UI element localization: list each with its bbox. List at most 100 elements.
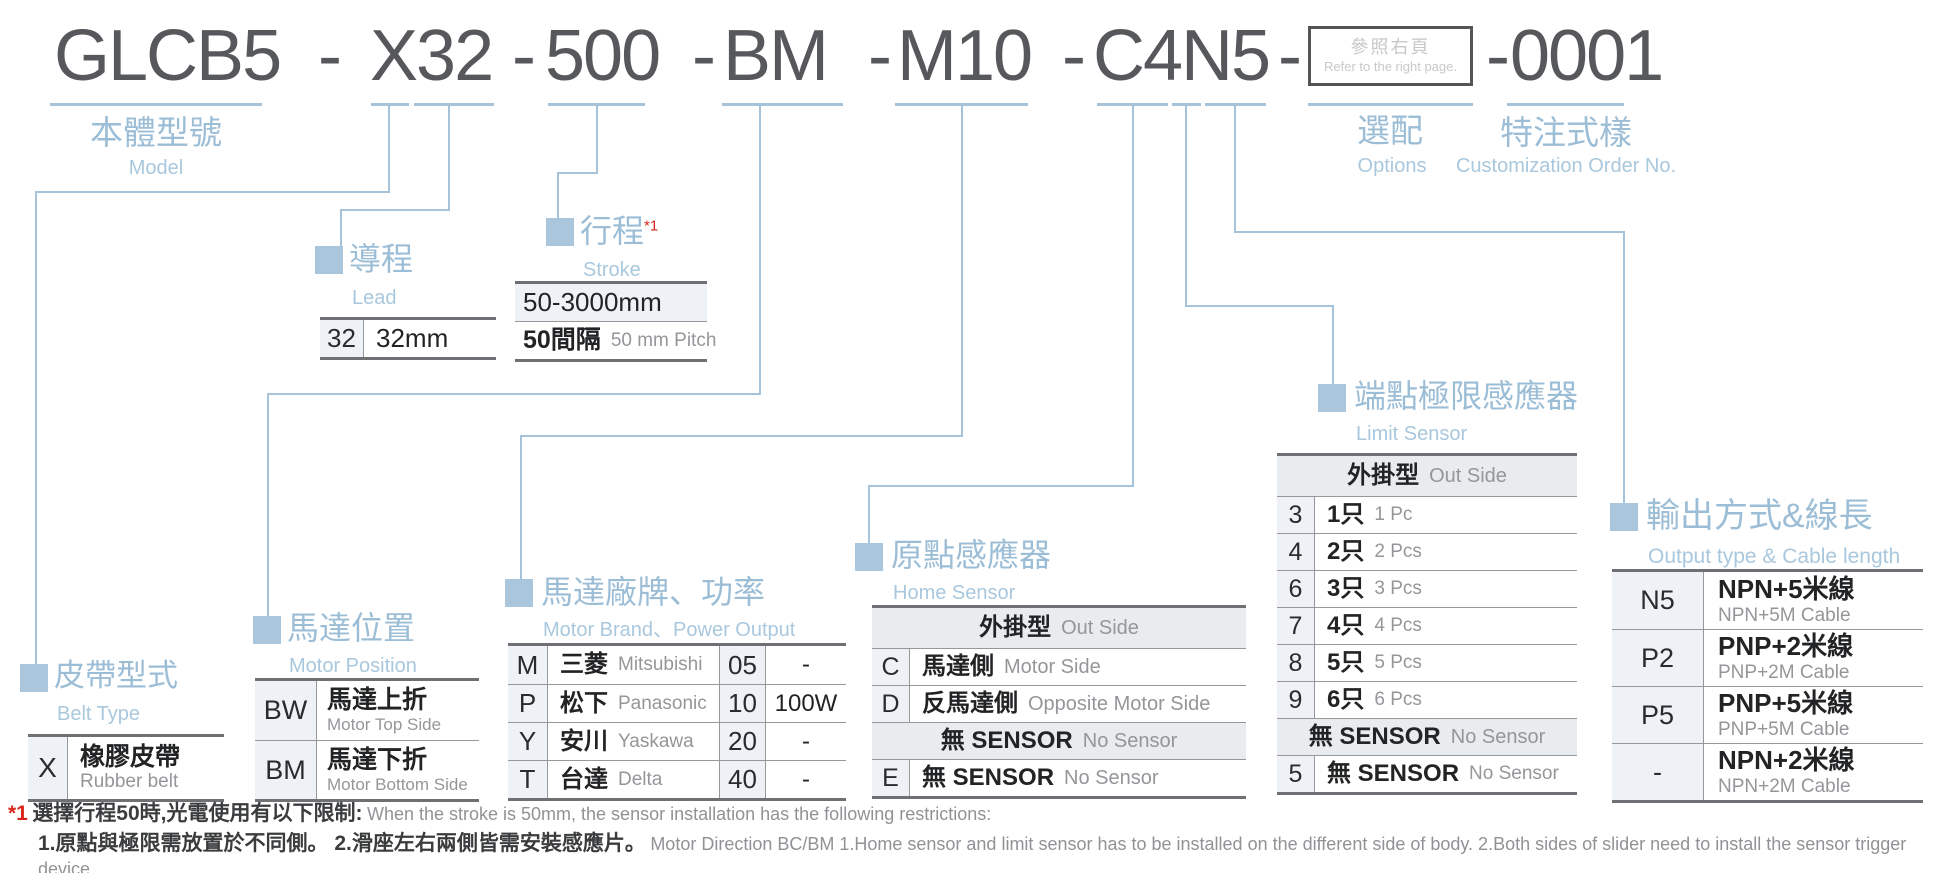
output-title-en: Output type & Cable length: [1648, 545, 1901, 568]
home-sensor-zh: 反馬達側: [922, 690, 1018, 718]
label-model-en: Model: [128, 157, 184, 179]
code-separator: -: [868, 16, 892, 96]
motor-brand-en: Delta: [618, 768, 663, 790]
limit-sensor-en: No Sensor: [1469, 763, 1559, 785]
output-zh: PNP+2米線: [1718, 631, 1854, 662]
footnote-line2-zh: 1.原點與極限需放置於不同側。 2.滑座左右兩側皆需安裝感應片。: [38, 832, 646, 856]
belt-title-zh: 皮帶型式: [54, 658, 178, 693]
limit-sensor-group-header: 外掛型 Out Side: [1277, 456, 1577, 496]
lead-row: 32 32mm: [320, 320, 496, 357]
motor-brand-row: T 台達 Delta 40 -: [508, 760, 846, 798]
limit-sensor-code-cell: 8: [1277, 645, 1315, 681]
connector-motor-brand: [520, 435, 963, 437]
connector-lead: [448, 106, 450, 210]
connector-belt: [388, 106, 390, 192]
connector-limit-sensor: [1185, 106, 1187, 307]
belt-code-cell: X: [28, 737, 68, 799]
stroke-table: 50-3000mm 50間隔 50 mm Pitch: [515, 281, 716, 362]
code-segment-serial: 0001: [1510, 16, 1664, 96]
code-separator: -: [512, 16, 536, 96]
underline-home-sensor: [1097, 103, 1168, 106]
limit-sensor-zh: 5只: [1327, 649, 1365, 677]
belt-table: X 橡膠皮帶 Rubber belt: [28, 734, 224, 802]
label-options-zh: 選配: [1357, 112, 1423, 149]
limit-sensor-code-cell: 5: [1277, 756, 1315, 792]
motor-power-cell: -: [802, 651, 810, 679]
motor-pos-zh: 馬達上折: [327, 686, 428, 715]
motor-power-code-cell: 10: [720, 685, 766, 722]
output-code-cell: -: [1612, 744, 1704, 800]
limit-sensor-en: 4 Pcs: [1374, 615, 1422, 637]
motor-pos-table: BW 馬達上折 Motor Top Side BM 馬達下折 Motor Bot…: [255, 678, 479, 802]
stroke-pitch-zh: 50間隔: [523, 326, 601, 355]
limit-sensor-title-zh: 端點極限感應器: [1354, 378, 1579, 414]
motor-pos-code-cell: BM: [255, 741, 317, 799]
code-separator: -: [1062, 16, 1086, 96]
output-bullet-icon: [1610, 503, 1638, 531]
output-table: N5 NPN+5米線 NPN+5M Cable P2 PNP+2米線 PNP+2…: [1612, 569, 1923, 803]
belt-row: X 橡膠皮帶 Rubber belt: [28, 737, 224, 799]
code-separator: -: [1278, 16, 1302, 96]
stroke-note-ref: *1: [644, 217, 659, 235]
footnote-line1-en: When the stroke is 50mm, the sensor inst…: [366, 804, 992, 824]
motor-pos-en: Motor Bottom Side: [327, 774, 468, 794]
belt-en: Rubber belt: [80, 771, 179, 793]
home-sensor-row: D 反馬達側 Opposite Motor Side: [872, 685, 1246, 722]
motor-brand-code-cell: M: [508, 646, 548, 684]
footnote-ref: *1: [8, 802, 28, 825]
output-row: P5 PNP+5米線 PNP+5M Cable: [1612, 686, 1923, 743]
output-en: NPN+2M Cable: [1718, 776, 1851, 798]
stroke-bullet-icon: [546, 218, 574, 246]
lead-title-en: Lead: [352, 287, 397, 309]
limit-sensor-zh: 3只: [1327, 575, 1365, 603]
output-zh: PNP+5米線: [1718, 688, 1854, 719]
code-segment-belt-lead: X32: [370, 16, 494, 96]
stroke-title-en: Stroke: [583, 259, 641, 281]
code-segment-motor-pos: BM: [723, 16, 829, 96]
underline-lead: [414, 103, 494, 106]
motor-pos-title-en: Motor Position: [289, 655, 417, 677]
motor-power-cell: 100W: [774, 689, 838, 717]
limit-sensor-code-cell: 4: [1277, 534, 1315, 570]
lead-value-cell: 32mm: [376, 322, 449, 353]
code-separator: -: [1486, 16, 1510, 96]
output-zh: NPN+5米線: [1718, 573, 1855, 604]
motor-brand-zh: 松下: [560, 689, 608, 717]
connector-stroke: [557, 172, 559, 219]
connector-lead: [340, 209, 450, 211]
motor-brand-zh: 三菱: [560, 651, 608, 679]
connector-output: [1623, 231, 1625, 507]
limit-sensor-group-header: 無 SENSOR No Sensor: [1277, 718, 1577, 755]
home-sensor-title-zh: 原點感應器: [891, 537, 1052, 573]
limit-sensor-en: 6 Pcs: [1374, 689, 1422, 711]
footnote: *1 選擇行程50時,光電使用有以下限制: When the stroke is…: [8, 801, 1938, 873]
stroke-pitch-en: 50 mm Pitch: [610, 329, 717, 351]
home-sensor-zh: 無 SENSOR: [922, 764, 1055, 792]
motor-pos-row: BM 馬達下折 Motor Bottom Side: [255, 740, 479, 799]
output-en: NPN+5M Cable: [1718, 604, 1851, 626]
underline-limit-sensor: [1172, 103, 1201, 106]
footnote-line1-zh: 選擇行程50時,光電使用有以下限制:: [32, 802, 363, 825]
motor-pos-zh: 馬達下折: [327, 745, 428, 774]
underline-output: [1205, 103, 1266, 106]
home-sensor-code-cell: D: [872, 686, 910, 722]
underline-options: [1308, 103, 1473, 106]
motor-power-code-cell: 40: [720, 761, 766, 798]
belt-zh: 橡膠皮帶: [80, 742, 181, 771]
home-sensor-row: C 馬達側 Motor Side: [872, 648, 1246, 685]
motor-brand-en: Yaskawa: [618, 730, 694, 752]
connector-motor-brand: [520, 435, 522, 583]
limit-sensor-zh: 2只: [1327, 538, 1365, 566]
footnote-line2-en: Motor Direction BC/BM 1.Home sensor and …: [38, 834, 1907, 873]
footnote-line2: 1.原點與極限需放置於不同側。 2.滑座左右兩側皆需安裝感應片。 Motor D…: [8, 831, 1938, 873]
output-row: P2 PNP+2米線 PNP+2M Cable: [1612, 629, 1923, 686]
lead-code-cell: 32: [320, 320, 364, 357]
code-separator: -: [318, 16, 342, 96]
motor-pos-title-zh: 馬達位置: [287, 610, 416, 646]
output-code-cell: N5: [1612, 572, 1704, 629]
motor-power-cell: -: [802, 765, 810, 793]
